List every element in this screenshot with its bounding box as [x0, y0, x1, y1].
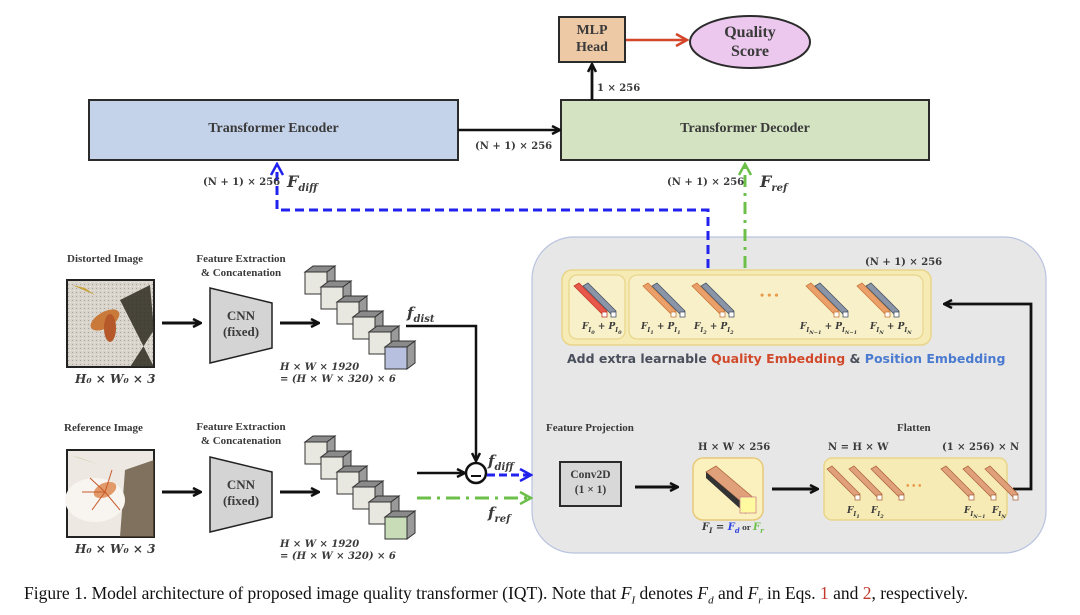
token-bar: [651, 282, 686, 318]
conv2d-label: Conv2D(1 × 1): [570, 469, 611, 496]
token-bar: [573, 282, 608, 318]
token-bar: [870, 465, 905, 501]
distorted-image-dim: H₀ × W₀ × 3: [75, 372, 156, 386]
reference-image-dim: H₀ × W₀ × 3: [75, 542, 156, 556]
reference-image-label: Reference Image: [64, 422, 143, 434]
token-bar: [805, 282, 840, 318]
transformer-decoder-block: [560, 99, 930, 161]
cnn-label-1: CNN(fixed): [222, 308, 260, 339]
flatten-ellipsis: • • •: [906, 481, 922, 492]
cnn-trapezoid-1: [209, 287, 273, 364]
flatten-to-embedding-arrow: [945, 304, 1033, 491]
n-equation: N = H × W: [828, 442, 889, 453]
embedding-token-label: FI0 + PI0: [582, 322, 622, 336]
flatten-dim: (1 × 256) × N: [942, 442, 1020, 453]
token-bar: [582, 282, 617, 318]
f-ref-upper-label: Fref: [760, 172, 788, 195]
flatten-tokens: [826, 465, 1019, 501]
projection-dim: H × W × 256: [698, 442, 771, 453]
f-ref-lower-label: fref: [488, 504, 511, 525]
feature-cube: [319, 450, 353, 480]
quality-score-line-1: Quality: [724, 24, 776, 41]
distorted-image: [66, 279, 155, 368]
token-bar: [826, 465, 861, 501]
feature-extraction-label-2: Feature Extraction& Concatenation: [196, 421, 286, 447]
flatten-token-label: FIN: [992, 506, 1006, 520]
feature-cube: [383, 340, 417, 370]
feature-stack-reference: [303, 435, 417, 540]
flatten-token-label: FI1: [847, 506, 860, 520]
transformer-encoder-label: Transformer Encoder: [208, 121, 339, 136]
eq-ref-2[interactable]: 2: [862, 583, 872, 603]
encoder-output-dim: (N + 1) × 256: [475, 141, 553, 152]
token-bar: [848, 465, 883, 501]
transformer-encoder-block: [88, 99, 459, 161]
quality-score-label: Quality Score: [710, 23, 790, 61]
token-bar: [962, 465, 997, 501]
subtraction-node: [464, 461, 488, 485]
feature-cube: [303, 265, 337, 295]
flatten-token-label: FIN−1: [964, 506, 986, 520]
mlp-head-line-2: Head: [576, 40, 608, 55]
token-bar: [691, 282, 726, 318]
feature-cube: [383, 510, 417, 540]
token-bar: [865, 282, 900, 318]
cnn-trapezoid-2: [209, 456, 273, 533]
f-dist-label: fdist: [407, 304, 435, 325]
embedding-token-label: FI2 + PI2: [694, 322, 734, 336]
embedding-token-label: FI1 + PI1: [641, 322, 681, 336]
feature-projection-label: Feature Projection: [546, 422, 634, 434]
figure-caption: Figure 1. Model architecture of proposed…: [24, 583, 969, 607]
mlp-head-line-1: MLP: [576, 23, 608, 38]
position-embedding-text: Position Embedding: [864, 351, 1006, 366]
encoder-input-dim: (N + 1) × 256: [203, 177, 281, 188]
f-diff-upper-label: Fdiff: [287, 172, 318, 195]
transformer-decoder-label: Transformer Decoder: [680, 121, 810, 136]
embedding-ellipsis: • • •: [760, 288, 779, 302]
embedding-tokens: [573, 282, 900, 318]
quality-score-line-2: Score: [731, 43, 769, 60]
flatten-label: Flatten: [897, 422, 931, 434]
conv2d-block: [559, 461, 622, 507]
token-bar: [856, 282, 891, 318]
flatten-token-label: FI2: [871, 506, 884, 520]
token-bar: [642, 282, 677, 318]
token-bar: [984, 465, 1019, 501]
reference-image: [65, 449, 155, 538]
quality-embedding-text: Quality Embedding: [711, 351, 846, 366]
feature-stack-distorted: [303, 265, 417, 370]
mlp-head-block: [558, 16, 626, 63]
mlp-input-dim: 1 × 256: [597, 83, 641, 94]
f-dist-arrow: [406, 324, 476, 460]
token-bar: [700, 282, 735, 318]
distorted-image-label: Distorted Image: [67, 253, 144, 265]
embedding-token-label: FIN + PIN: [870, 322, 912, 336]
eq-ref-1[interactable]: 1: [819, 583, 829, 603]
distorted-feature-dim: H × W × 1920= (H × W × 320) × 6: [280, 362, 396, 385]
mlp-head-label: MLP Head: [572, 22, 612, 56]
token-bar: [814, 282, 849, 318]
embedding-dim: (N + 1) × 256: [865, 257, 943, 268]
embedding-token-label: FIN−1 + PIN−1: [800, 322, 858, 336]
f-diff-lower-label: fdiff: [488, 452, 514, 473]
cnn-label-2: CNN(fixed): [222, 477, 260, 508]
feature-extraction-label-1: Feature Extraction& Concatenation: [196, 253, 286, 279]
token-bar: [940, 465, 975, 501]
decoder-input-dim: (N + 1) × 256: [667, 177, 745, 188]
embedding-note: Add extra learnable Quality Embedding & …: [567, 351, 1006, 366]
reference-feature-dim: H × W × 1920= (H × W × 320) × 6: [280, 539, 396, 562]
f-diff-upper-arrow: [277, 165, 710, 268]
projected-feature-cuboid: [705, 465, 757, 514]
fi-equation: FI = Fd or Fr: [702, 522, 764, 535]
quality-score-ellipse: [689, 15, 811, 69]
